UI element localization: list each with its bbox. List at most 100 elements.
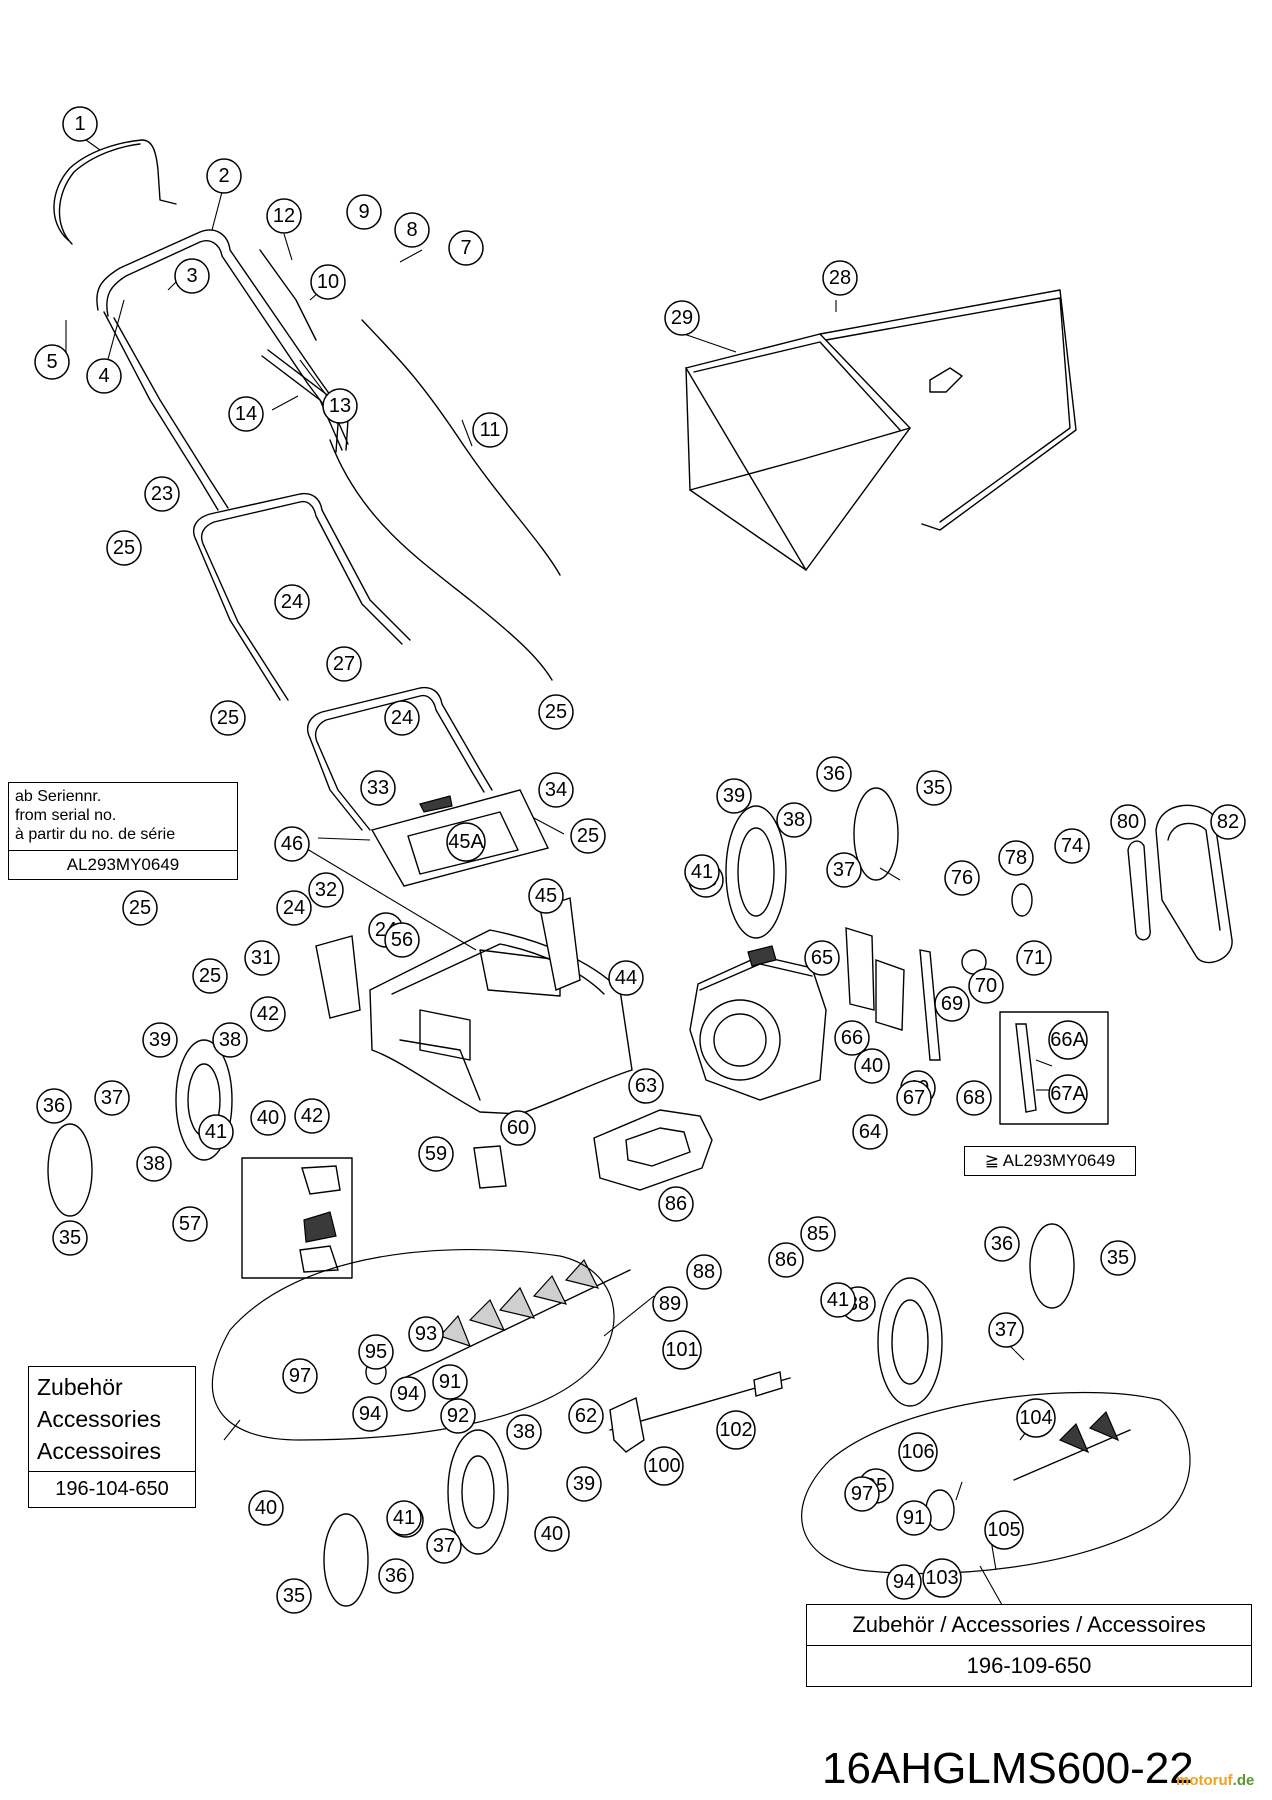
callout-circle <box>662 1330 702 1370</box>
callout-label: 71 <box>1023 947 1045 969</box>
callout-40: 40 <box>534 1516 570 1552</box>
callout-circle <box>984 1510 1024 1550</box>
callout-45: 45 <box>528 878 564 914</box>
callout-circle <box>538 694 574 730</box>
callout-38: 38 <box>776 802 812 838</box>
callout-label: 35 <box>1107 1247 1129 1269</box>
callout-46: 46 <box>274 826 310 862</box>
accessories-1-fr: Accessoires <box>37 1438 161 1464</box>
callout-label: 39 <box>573 1473 595 1495</box>
callout-circle <box>922 1558 962 1598</box>
callout-circle <box>804 940 840 976</box>
callout-circle <box>274 584 310 620</box>
callout-31: 31 <box>244 940 280 976</box>
callout-circle <box>36 1088 72 1124</box>
callout-label: 92 <box>447 1405 469 1427</box>
callout-circle <box>528 878 564 914</box>
callout-94: 94 <box>352 1396 388 1432</box>
callout-circle <box>432 1364 468 1400</box>
callout-41: 41 <box>386 1500 422 1536</box>
callout-label: 25 <box>113 537 135 559</box>
callout-label: 66A <box>1050 1029 1086 1051</box>
callout-label: 82 <box>1217 811 1239 833</box>
callout-4: 4 <box>86 358 122 394</box>
callout-label: 12 <box>273 205 295 227</box>
callout-circle <box>658 1186 694 1222</box>
callout-67a: 67A <box>1048 1074 1088 1114</box>
callout-circle <box>988 1312 1024 1348</box>
callout-56: 56 <box>384 922 420 958</box>
callout-circle <box>608 960 644 996</box>
callout-circle <box>440 1398 476 1434</box>
serial-number-value-2: ≧ AL293MY0649 <box>984 1151 1116 1170</box>
callout-36: 36 <box>378 1558 414 1594</box>
callout-label: 101 <box>665 1339 698 1361</box>
callout-101: 101 <box>662 1330 702 1370</box>
callout-27: 27 <box>326 646 362 682</box>
callout-63: 63 <box>628 1068 664 1104</box>
callout-label: 88 <box>693 1261 715 1283</box>
callout-label: 44 <box>615 967 637 989</box>
callout-circle <box>408 1316 444 1352</box>
callout-label: 45A <box>448 831 484 853</box>
callout-circle <box>274 826 310 862</box>
callout-circle <box>472 412 508 448</box>
callout-label: 67 <box>903 1087 925 1109</box>
callout-78: 78 <box>998 840 1034 876</box>
callout-71: 71 <box>1016 940 1052 976</box>
callout-circle <box>854 1048 890 1084</box>
callout-circle <box>844 1476 880 1512</box>
callout-label: 38 <box>513 1421 535 1443</box>
callout-35: 35 <box>1100 1240 1136 1276</box>
callout-circle <box>244 940 280 976</box>
callout-circle <box>1016 1398 1056 1438</box>
callout-5: 5 <box>34 344 70 380</box>
callout-85: 85 <box>800 1216 836 1252</box>
callout-circle <box>34 344 70 380</box>
callout-label: 64 <box>859 1121 881 1143</box>
callout-circle <box>86 358 122 394</box>
callout-25: 25 <box>570 818 606 854</box>
part-callouts: 1234578910111213142324242424252525252525… <box>34 106 1246 1614</box>
callout-label: 40 <box>257 1107 279 1129</box>
callout-circle <box>652 1286 688 1322</box>
callout-66a: 66A <box>1048 1020 1088 1060</box>
callout-circle <box>62 106 98 142</box>
callout-label: 35 <box>923 777 945 799</box>
callout-circle <box>386 1500 422 1536</box>
callout-label: 59 <box>425 1143 447 1165</box>
callout-circle <box>998 840 1034 876</box>
callout-label: 69 <box>941 993 963 1015</box>
callout-25: 25 <box>122 890 158 926</box>
callout-circle <box>346 194 382 230</box>
accessories-note-2: Zubehör / Accessories / Accessoires 196-… <box>806 1604 1252 1687</box>
callout-circle <box>852 1114 888 1150</box>
callout-label: 40 <box>255 1497 277 1519</box>
callout-circle <box>426 1528 462 1564</box>
callout-label: 37 <box>433 1535 455 1557</box>
callout-106: 106 <box>898 1432 938 1472</box>
callout-circle <box>358 1334 394 1370</box>
callout-64: 64 <box>852 1114 888 1150</box>
callout-circle <box>1048 1020 1088 1060</box>
callout-circle <box>664 300 700 336</box>
callout-label: 36 <box>43 1095 65 1117</box>
callout-94: 94 <box>390 1376 426 1412</box>
callout-86: 86 <box>658 1186 694 1222</box>
callout-circle <box>956 1080 992 1116</box>
callout-label: 38 <box>143 1153 165 1175</box>
callout-39: 39 <box>142 1022 178 1058</box>
callout-label: 37 <box>995 1319 1017 1341</box>
callout-label: 10 <box>317 271 339 293</box>
parts-artwork <box>47 139 1233 1607</box>
serial-number-note-2: ≧ AL293MY0649 <box>964 1146 1136 1176</box>
callout-circle <box>776 802 812 838</box>
callout-circle <box>322 388 358 424</box>
callout-label: 28 <box>829 267 851 289</box>
callout-circle <box>916 770 952 806</box>
callout-circle <box>944 860 980 896</box>
callout-label: 34 <box>545 779 567 801</box>
callout-label: 45 <box>535 885 557 907</box>
accessories-2-code: 196-109-650 <box>807 1645 1251 1686</box>
